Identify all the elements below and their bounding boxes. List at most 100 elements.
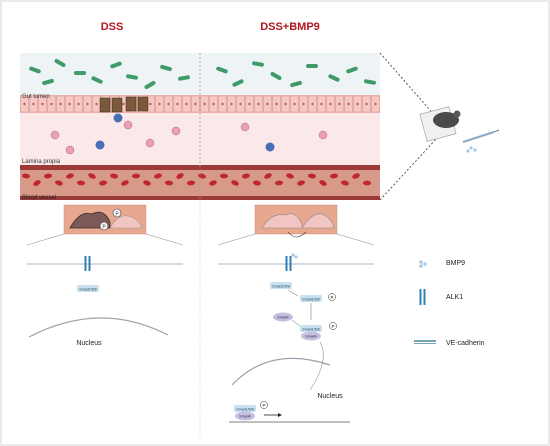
pathway-arrow bbox=[287, 289, 299, 297]
bacterium bbox=[126, 74, 138, 80]
immune-cells bbox=[50, 113, 328, 155]
cell-nucleus bbox=[122, 102, 125, 106]
cell-nucleus bbox=[203, 102, 206, 106]
red-blood-cell bbox=[231, 180, 239, 186]
phospho-marker bbox=[328, 293, 336, 301]
cell-nucleus bbox=[275, 102, 278, 106]
cell-nucleus bbox=[230, 102, 233, 106]
cell-nucleus bbox=[356, 102, 359, 106]
cell-nucleus bbox=[266, 102, 269, 106]
smad-complex-label: Smad1/5/8 bbox=[302, 327, 319, 331]
macrophage bbox=[265, 142, 275, 152]
nuclear-membrane bbox=[231, 357, 331, 386]
smad4-b-label: Smad4 bbox=[305, 335, 316, 339]
bacterium bbox=[252, 61, 264, 67]
nuclear-smad bbox=[234, 405, 256, 412]
immune-cell bbox=[65, 145, 75, 155]
immune-cell bbox=[123, 120, 133, 130]
cell-nucleus bbox=[311, 102, 314, 106]
bacterium bbox=[270, 72, 282, 80]
label-gut-lumen: Gut lumen bbox=[22, 94, 50, 100]
red-blood-cell bbox=[363, 180, 371, 186]
red-blood-cell bbox=[330, 173, 338, 179]
red-blood-cell bbox=[319, 180, 327, 186]
bacterium bbox=[364, 79, 376, 85]
cell-nucleus bbox=[167, 102, 170, 106]
nuclear-membrane bbox=[28, 317, 169, 338]
phospho-label-e: P bbox=[262, 403, 265, 408]
bacterium bbox=[42, 78, 54, 86]
smad4-c-label: Smad4 bbox=[239, 415, 250, 419]
curved-arrow bbox=[287, 231, 307, 238]
red-blood-cell bbox=[55, 180, 63, 186]
label-lamina-propia: Lamina propia bbox=[22, 159, 61, 165]
bmp9-legend-icon bbox=[419, 260, 423, 264]
phospho-marker bbox=[112, 208, 122, 218]
cell-nucleus bbox=[320, 102, 323, 106]
zoom-line bbox=[26, 233, 65, 246]
cell-nucleus bbox=[329, 102, 332, 106]
smad4-a-label: Smad4 bbox=[277, 316, 288, 320]
alk1-receptor bbox=[88, 256, 91, 271]
red-blood-cell bbox=[242, 173, 250, 179]
cell-nucleus bbox=[257, 102, 260, 106]
smad4-protein bbox=[301, 331, 321, 341]
cell-nucleus bbox=[77, 102, 80, 106]
legend-alk1: ALK1 bbox=[446, 294, 463, 301]
phospho-label-a: P bbox=[115, 212, 119, 218]
endothelial-cell bbox=[261, 213, 303, 229]
red-blood-cell bbox=[264, 173, 272, 179]
red-blood-cell bbox=[110, 173, 118, 179]
red-blood-cell bbox=[22, 173, 30, 179]
zoom-line bbox=[217, 233, 256, 246]
red-blood-cell bbox=[352, 173, 360, 179]
right-signaling: Smad1/5/8 Smad1/5/8 P Smad4 Smad1/5/8 Sm… bbox=[218, 253, 374, 423]
cell-nucleus bbox=[293, 102, 296, 106]
smad-mid-label: Smad1/5/8 bbox=[302, 297, 319, 301]
alk1-receptor bbox=[285, 256, 288, 271]
legend-bmp9: BMP9 bbox=[446, 260, 465, 267]
translocation-arrow bbox=[309, 341, 324, 391]
phospho-marker bbox=[260, 401, 268, 409]
cell-nucleus bbox=[158, 102, 161, 106]
label-blood-vessel: Blood vessel bbox=[22, 195, 56, 201]
immune-cell bbox=[318, 130, 328, 140]
pathway-arrow bbox=[291, 319, 301, 327]
cell-nucleus bbox=[32, 102, 35, 106]
cell-nucleus bbox=[95, 102, 98, 106]
bmp9-ligand bbox=[294, 255, 298, 259]
red-blood-cell bbox=[220, 173, 228, 179]
epithelial-cells bbox=[20, 95, 380, 113]
red-blood-cell bbox=[143, 180, 151, 186]
red-blood-cell bbox=[275, 180, 283, 186]
red-blood-cell bbox=[77, 180, 85, 186]
heading-dss: DSS bbox=[101, 21, 124, 33]
red-blood-cell bbox=[187, 180, 195, 186]
red-blood-cell bbox=[88, 173, 96, 179]
cell-nucleus bbox=[50, 102, 53, 106]
phospho-label-b: P bbox=[102, 225, 106, 231]
cell-nucleus bbox=[374, 102, 377, 106]
tissue-panel bbox=[20, 53, 380, 440]
bacterium bbox=[54, 59, 66, 67]
mouse-injection-illustration bbox=[379, 52, 500, 201]
smad-158-protein bbox=[270, 282, 292, 289]
cell-nucleus bbox=[185, 102, 188, 106]
bacterium bbox=[144, 81, 156, 89]
damaged-cell bbox=[99, 97, 111, 113]
immune-cell bbox=[145, 138, 155, 148]
nuclear-smad4 bbox=[235, 411, 255, 421]
alk1-receptor bbox=[84, 256, 87, 271]
red-blood-cell bbox=[121, 180, 129, 186]
bacterium bbox=[29, 66, 41, 74]
red-blood-cell bbox=[209, 180, 217, 186]
legend: BMP9 ALK1 VE-cadherin bbox=[414, 260, 485, 347]
phospho-marker bbox=[99, 221, 109, 231]
smad-158-protein bbox=[77, 285, 99, 292]
bmp9-ligand bbox=[291, 253, 295, 257]
cell-nucleus bbox=[176, 102, 179, 106]
red-blood-cell bbox=[253, 180, 261, 186]
cell-nucleus bbox=[41, 102, 44, 106]
bacterium bbox=[346, 66, 358, 74]
